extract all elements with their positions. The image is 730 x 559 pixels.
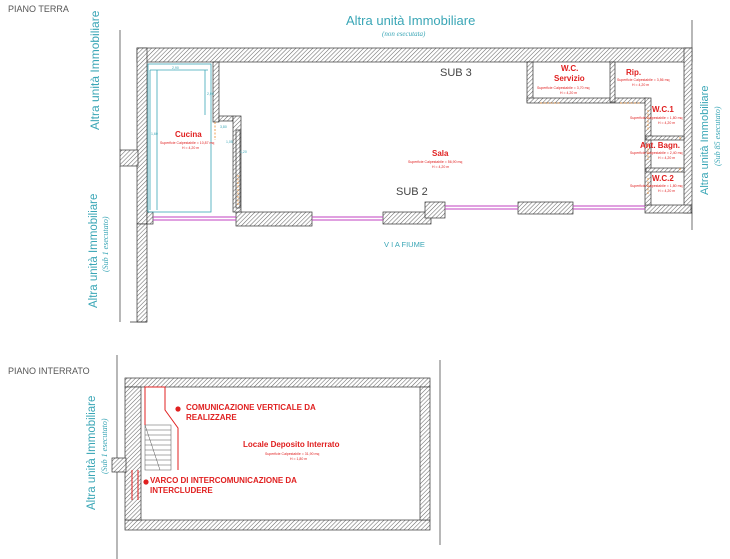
room-name: W.C.1	[652, 105, 674, 114]
room-area: Superficie Calpestabile = 56,90 mq	[408, 160, 463, 164]
room-name: W.C.2	[652, 174, 674, 183]
left-lower-neighbor: Altra unità Immobiliare	[88, 193, 100, 308]
dimension-label: 1,05	[226, 140, 233, 144]
marker-dot-varco	[143, 479, 149, 485]
ground-floor-header: PIANO TERRA	[8, 4, 69, 14]
top-neighbor-title: Altra unità Immobiliare	[346, 13, 476, 28]
room-area: Superficie Calpestabile = 10,87 mq	[160, 141, 215, 145]
dimension-label: 2,00	[207, 92, 214, 96]
kitchen-outline	[147, 63, 212, 213]
basement-walls	[111, 377, 431, 531]
room-area: Superficie Calpestabile = 1,80 mq	[630, 184, 683, 188]
left-upper-neighbor: Altra unità Immobiliare	[88, 10, 102, 130]
top-neighbor-note: (non esecutata)	[382, 30, 426, 38]
right-neighbor-note: (Sub 85 esecutato)	[713, 106, 722, 166]
basement-left-neighbor: Altra unità Immobiliare	[86, 395, 98, 510]
street-label: V I A FIUME	[384, 240, 425, 249]
note-varco: VARCO DI INTERCOMUNICAZIONE DA INTERCLUD…	[150, 476, 310, 496]
dimension-label: 3,80	[220, 125, 227, 129]
door-marks	[214, 102, 681, 205]
ground-floor-left-stub	[119, 20, 693, 323]
basement-outer-lines	[116, 355, 441, 559]
room-area: Superficie Calpestabile = 3,56 mq	[617, 78, 670, 82]
room-name: Sala	[432, 149, 449, 158]
dimension-label: 1,60	[151, 132, 158, 136]
room-height: H = 4,20 m	[560, 91, 578, 95]
note-text: VARCO DI INTERCOMUNICAZIONE DA INTERCLUD…	[150, 476, 297, 495]
room-area: Superficie Calpestabile = 2,40 mq	[630, 151, 683, 155]
room-area: Superficie Calpestabile = 3,70 mq	[537, 86, 590, 90]
right-neighbor: Altra unità Immobiliare	[699, 85, 711, 195]
room-height: H = 4,20 m	[658, 156, 676, 160]
room-area: Superficie Calpestabile = 31,90 mq	[265, 452, 320, 456]
stair-red-outline	[131, 386, 179, 500]
room-height: H = 4,20 m	[182, 146, 200, 150]
left-lower-neighbor-note: (Sub 1 esecutato)	[101, 216, 110, 272]
ground-floor-windows	[153, 205, 645, 221]
sub2-label: SUB 2	[396, 186, 428, 198]
marker-dot-comunicazione	[175, 406, 181, 412]
basement-header: PIANO INTERRATO	[8, 366, 90, 376]
room-name: Cucina	[175, 130, 202, 139]
ground-floor-walls	[119, 47, 693, 323]
note-text: COMUNICAZIONE VERTICALE DA REALIZZARE	[186, 403, 316, 422]
basement-left-neighbor-note: (Sub 1 esecutato)	[100, 418, 109, 474]
room-height: H = 4,20 m	[658, 189, 676, 193]
room-height: H = 4,20 m	[658, 121, 676, 125]
room-area: Superficie Calpestabile = 1,80 mq	[630, 116, 683, 120]
room-height: H = 1,80 m	[290, 457, 308, 461]
room-name: Locale Deposito Interrato	[243, 440, 340, 449]
room-name: Rip.	[626, 68, 642, 77]
room-name: Servizio	[554, 74, 585, 83]
note-comunicazione: COMUNICAZIONE VERTICALE DA REALIZZARE	[186, 403, 336, 423]
dimension-label: 2,90	[172, 66, 179, 70]
room-height: H = 4,20 m	[432, 165, 450, 169]
room-name: Ant. Bagn.	[640, 141, 680, 150]
room-name: W.C.	[561, 64, 579, 73]
dimension-label: 1,20	[240, 150, 247, 154]
staircase	[144, 424, 172, 471]
room-height: H = 4,20 m	[632, 83, 650, 87]
sub3-label: SUB 3	[440, 67, 472, 79]
